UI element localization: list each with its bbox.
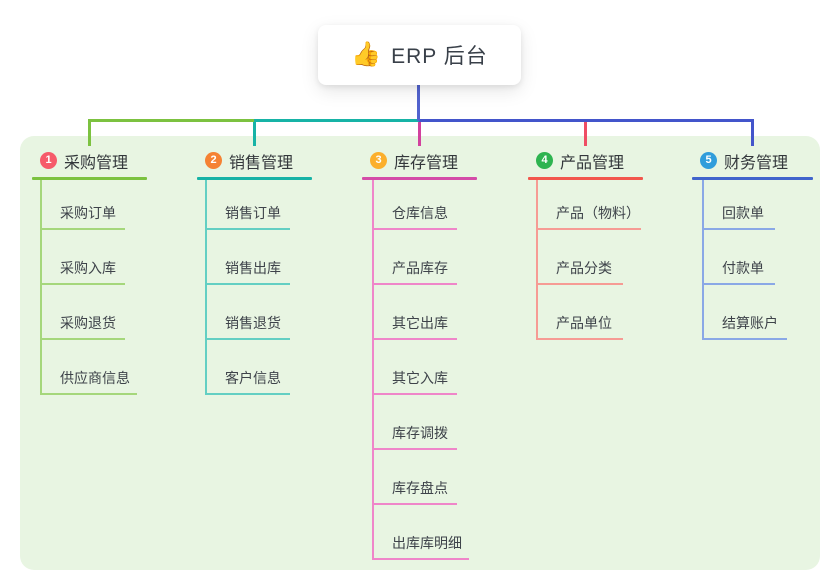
child-node-label: 供应商信息	[60, 370, 130, 386]
branch-drop-line	[418, 119, 421, 146]
branch-label: 库存管理	[394, 154, 459, 172]
child-node-label: 产品（物料）	[556, 205, 640, 221]
branch-node-title[interactable]: 4 产品管理	[528, 144, 643, 177]
bus-segment-green	[88, 119, 254, 122]
child-node[interactable]: 采购订单	[40, 198, 125, 230]
child-node[interactable]: 仓库信息	[372, 198, 457, 230]
child-node-label: 库存调拨	[392, 425, 448, 441]
child-node[interactable]: 付款单	[702, 253, 775, 285]
branch-underline	[692, 177, 813, 180]
child-node[interactable]: 销售出库	[205, 253, 290, 285]
bus-segment-teal	[254, 119, 419, 122]
branch-underline	[528, 177, 643, 180]
child-node[interactable]: 采购退货	[40, 308, 125, 340]
branch-drop-line	[253, 119, 256, 146]
branch-underline	[362, 177, 477, 180]
child-node-label: 其它入库	[392, 370, 448, 386]
child-node-label: 销售退货	[225, 315, 281, 331]
child-node-label: 客户信息	[225, 370, 281, 386]
child-node[interactable]: 出库库明细	[372, 528, 469, 560]
child-node-label: 结算账户	[722, 315, 778, 331]
child-node-label: 采购入库	[60, 260, 116, 276]
child-node[interactable]: 库存调拨	[372, 418, 457, 450]
child-node[interactable]: 回款单	[702, 198, 775, 230]
child-node-label: 产品单位	[556, 315, 612, 331]
child-node-label: 付款单	[722, 260, 764, 276]
branch-label: 财务管理	[724, 154, 789, 172]
bus-segment-blue	[419, 119, 754, 122]
child-node[interactable]: 销售退货	[205, 308, 290, 340]
branch-node-title[interactable]: 1 采购管理	[32, 144, 147, 177]
child-node[interactable]: 产品（物料）	[536, 198, 641, 230]
child-node[interactable]: 销售订单	[205, 198, 290, 230]
child-node[interactable]: 产品库存	[372, 253, 457, 285]
child-node[interactable]: 客户信息	[205, 363, 290, 395]
branch-trunk-line	[40, 179, 42, 395]
branch-index-badge: 3	[370, 152, 387, 169]
child-node-label: 产品库存	[392, 260, 448, 276]
branch-index-badge: 1	[40, 152, 57, 169]
branch-trunk-line	[702, 179, 704, 340]
branch-drop-line	[584, 119, 587, 146]
branch-label: 采购管理	[64, 154, 129, 172]
root-node-label: ERP 后台	[391, 45, 488, 68]
child-node-label: 采购订单	[60, 205, 116, 221]
child-node-label: 其它出库	[392, 315, 448, 331]
branch-drop-line	[751, 119, 754, 146]
branch-node-title[interactable]: 2 销售管理	[197, 144, 312, 177]
branch-trunk-line	[536, 179, 538, 340]
child-node[interactable]: 产品单位	[536, 308, 623, 340]
thumbs-up-icon: 👍	[351, 41, 382, 68]
child-node[interactable]: 结算账户	[702, 308, 787, 340]
child-node[interactable]: 库存盘点	[372, 473, 457, 505]
branch-label: 产品管理	[560, 154, 625, 172]
child-node[interactable]: 其它出库	[372, 308, 457, 340]
child-node-label: 销售订单	[225, 205, 281, 221]
branch-node-title[interactable]: 5 财务管理	[692, 144, 813, 177]
child-node[interactable]: 供应商信息	[40, 363, 137, 395]
branch-underline	[32, 177, 147, 180]
branch-index-badge: 2	[205, 152, 222, 169]
branch-trunk-line	[205, 179, 207, 395]
branch-drop-line	[88, 119, 91, 146]
child-node-label: 采购退货	[60, 315, 116, 331]
background-panel	[20, 136, 820, 570]
child-node-label: 出库库明细	[392, 535, 462, 551]
child-node[interactable]: 采购入库	[40, 253, 125, 285]
branch-label: 销售管理	[229, 154, 294, 172]
child-node-label: 销售出库	[225, 260, 281, 276]
mindmap-root-node[interactable]: 👍 ERP 后台	[318, 25, 521, 85]
child-node-label: 库存盘点	[392, 480, 448, 496]
child-node-label: 仓库信息	[392, 205, 448, 221]
root-connector-line	[417, 84, 420, 121]
child-node-label: 产品分类	[556, 260, 612, 276]
child-node[interactable]: 产品分类	[536, 253, 623, 285]
branch-index-badge: 5	[700, 152, 717, 169]
branch-index-badge: 4	[536, 152, 553, 169]
child-node[interactable]: 其它入库	[372, 363, 457, 395]
branch-trunk-line	[372, 179, 374, 560]
child-node-label: 回款单	[722, 205, 764, 221]
branch-node-title[interactable]: 3 库存管理	[362, 144, 477, 177]
branch-underline	[197, 177, 312, 180]
